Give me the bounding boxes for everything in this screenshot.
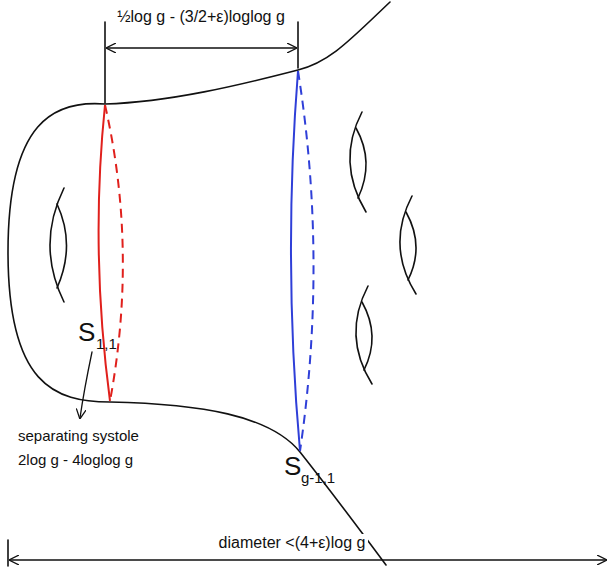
geodesic-curve [291, 71, 300, 451]
handle-hole [406, 212, 416, 280]
handle-hole [356, 128, 366, 198]
handle-hole [57, 204, 67, 288]
dimension-tick [104, 22, 106, 103]
callout-label: separating systole [18, 428, 139, 445]
handle-hole [356, 286, 372, 384]
dimension-label: ½log g - (3/2+ε)loglog g [114, 8, 288, 26]
surface-subscript: g-1,1 [301, 470, 335, 487]
separating-systole-curve [99, 105, 110, 401]
separating-systole-curve [105, 105, 123, 401]
surface-subscript: 1,1 [96, 336, 117, 353]
dimension-tick [297, 22, 299, 68]
callout-label: 2log g - 4loglog g [18, 452, 133, 469]
handle-hole [350, 112, 366, 212]
handle-hole [362, 302, 372, 370]
handle-hole [400, 196, 416, 294]
surface-outline [8, 2, 390, 565]
geodesic-curve [298, 71, 314, 451]
surface-name: S [78, 318, 95, 347]
leader-line [80, 352, 92, 418]
dimension-arrow [107, 47, 296, 48]
dimension-label: diameter <(4+ε)log g [216, 534, 369, 552]
dimension-tick [7, 540, 9, 566]
surface-name: S [284, 452, 301, 481]
dimension-arrow [10, 559, 606, 560]
